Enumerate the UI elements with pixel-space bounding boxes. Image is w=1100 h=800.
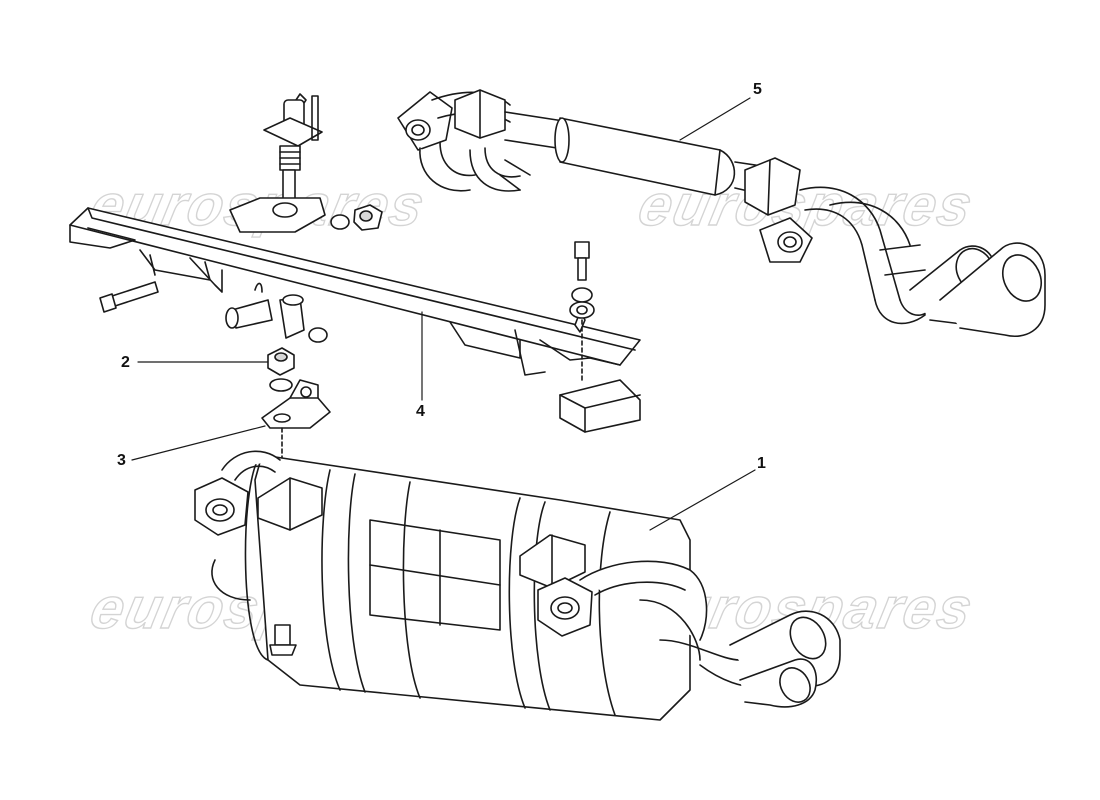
mounting-rubber-top — [229, 93, 326, 233]
callout-4: 4 — [416, 403, 425, 420]
exhaust-pipe-upper — [397, 89, 1046, 337]
mount-nut-washer — [330, 204, 383, 231]
beam-hardware — [99, 241, 641, 433]
mounting-beam — [69, 207, 641, 376]
callout-1: 1 — [757, 455, 766, 472]
nut-part-2 — [267, 347, 295, 392]
callout-2: 2 — [121, 354, 130, 371]
callout-3: 3 — [117, 452, 126, 469]
main-silencer — [194, 450, 841, 721]
callout-5: 5 — [753, 81, 762, 98]
leader-lines — [131, 97, 756, 531]
